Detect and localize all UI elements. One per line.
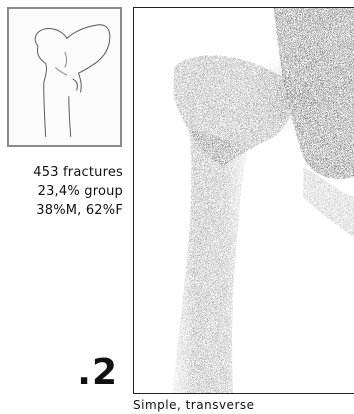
femur-diagram	[7, 7, 122, 147]
sex-split: 38%M, 62%F	[0, 201, 123, 220]
fracture-stats: 453 fractures 23,4% group 38%M, 62%F	[0, 163, 123, 220]
xray-image	[133, 7, 354, 394]
femur-outline-icon	[9, 9, 120, 145]
xray-radiograph	[134, 8, 354, 393]
group-share: 23,4% group	[0, 182, 123, 201]
fracture-count: 453 fractures	[0, 163, 123, 182]
fracture-caption: Simple, transverse	[133, 397, 255, 413]
classification-code: .2	[77, 355, 118, 391]
